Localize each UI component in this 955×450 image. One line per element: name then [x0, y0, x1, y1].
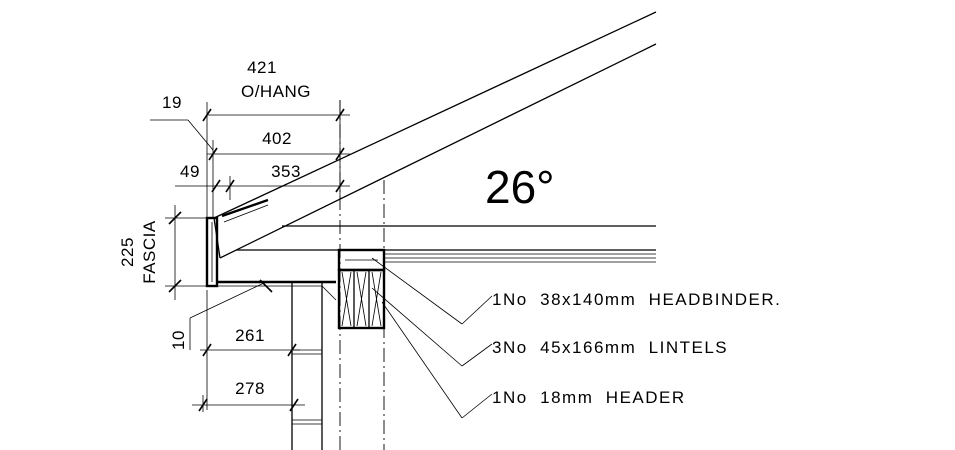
callout-leaders [371, 257, 493, 419]
fascia-label: FASCIA [140, 220, 159, 284]
callout-headbinder: 1No 38x140mm HEADBINDER. [492, 290, 781, 309]
dim-10: 10 [169, 330, 188, 350]
dim-402: 402 [262, 129, 292, 148]
headbinder [337, 248, 386, 272]
wall-frame [339, 100, 385, 450]
fascia-value: 225 [118, 237, 137, 267]
soffit [217, 280, 337, 301]
overhang-label: O/HANG [241, 82, 311, 101]
brick-veneer [291, 282, 323, 450]
dimension-lines [150, 100, 350, 412]
dim-261: 261 [235, 326, 265, 345]
callout-header: 1No 18mm HEADER [492, 388, 686, 407]
dim-353: 353 [271, 162, 301, 181]
roof-pitch-label: 26° [485, 161, 555, 213]
dim-278: 278 [235, 379, 265, 398]
ceiling-joist [236, 225, 656, 263]
roof-sheet-edge [221, 198, 269, 223]
overhang-value: 421 [247, 58, 277, 77]
fascia-board [205, 216, 219, 288]
dim-19: 19 [162, 93, 182, 112]
lintels [337, 268, 386, 330]
callout-lintels: 3No 45x166mm LINTELS [492, 338, 728, 357]
dim-49: 49 [180, 162, 200, 181]
